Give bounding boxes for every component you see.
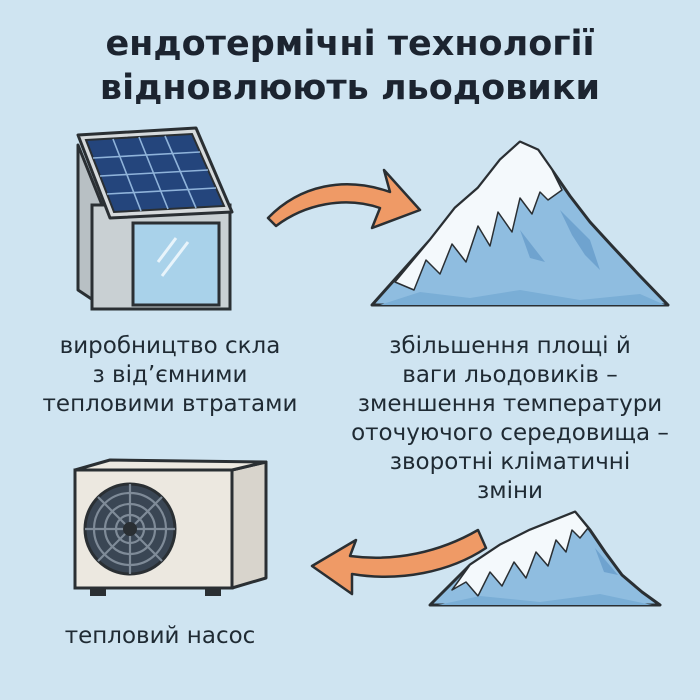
caption-line: тепловими втратами xyxy=(42,391,298,417)
caption-line: зворотні кліматичні xyxy=(389,449,631,475)
mountain-glacier-small-icon xyxy=(428,510,662,607)
mountain-glacier-icon xyxy=(370,140,670,307)
caption-line: зміни xyxy=(477,478,543,504)
title-line-1: ендотермічні технології xyxy=(105,24,595,64)
caption-line: збільшення площі й xyxy=(389,333,631,359)
caption-line: оточуючого середовища – xyxy=(351,420,669,446)
caption-line: зменшення температури xyxy=(357,391,663,417)
caption-line: ваги льодовиків – xyxy=(402,362,618,388)
title-line-2: відновлюють льодовики xyxy=(99,68,601,108)
caption-heat-pump: тепловий насос xyxy=(40,622,280,651)
caption-glacier-growth: збільшення площі й ваги льодовиків – зме… xyxy=(330,332,690,506)
caption-glass-production: виробництво скла з від’ємними тепловими … xyxy=(20,332,320,419)
heat-pump-icon xyxy=(73,458,268,596)
page-title: ендотермічні технології відновлюють льод… xyxy=(0,22,700,110)
arrow-left-icon xyxy=(310,528,488,596)
arrow-right-icon xyxy=(266,168,422,230)
caption-line: з від’ємними xyxy=(92,362,248,388)
caption-line: тепловий насос xyxy=(64,623,256,649)
caption-line: виробництво скла xyxy=(59,333,281,359)
solar-glass-house-icon xyxy=(76,126,234,311)
